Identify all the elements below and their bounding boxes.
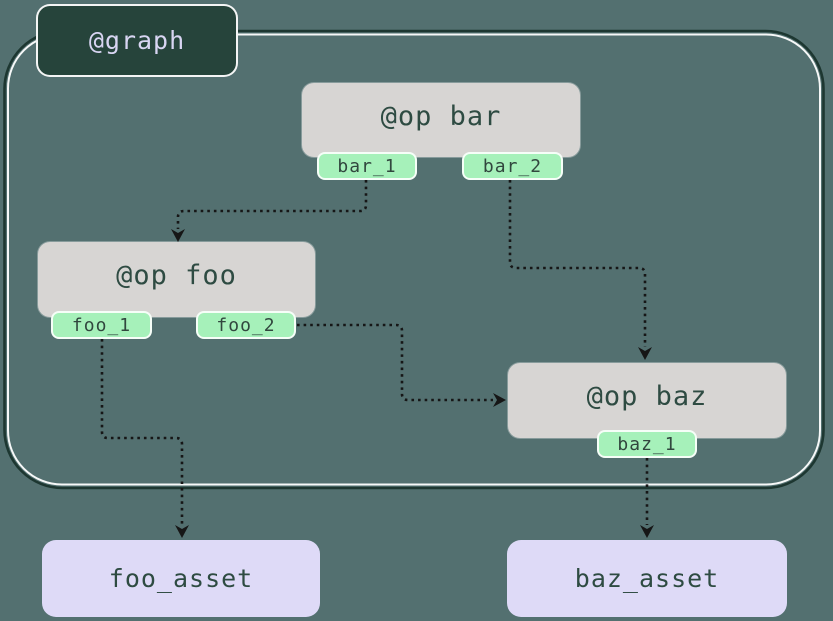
- graph-boundary-highlight: [7, 33, 821, 486]
- asset-node-baz-asset: baz_asset: [507, 540, 787, 617]
- output-handle-bar-1: bar_1: [317, 152, 417, 180]
- output-handle-foo-2: foo_2: [196, 311, 296, 339]
- op-node-foo: @op foo foo_1 foo_2: [38, 242, 315, 339]
- asset-label-foo-asset: foo_asset: [108, 564, 254, 593]
- op-node-baz: @op baz baz_1: [508, 363, 786, 458]
- op-label-bar: @op bar: [380, 100, 502, 132]
- output-handle-foo-1: foo_1: [51, 311, 152, 339]
- output-handle-bar-2: bar_2: [462, 152, 563, 180]
- op-label-baz: @op baz: [586, 381, 708, 412]
- graph-boundary-outline: [3, 29, 825, 490]
- op-label-foo: @op foo: [116, 260, 237, 291]
- graph-label-text: @graph: [88, 26, 186, 55]
- asset-node-foo-asset: foo_asset: [42, 540, 320, 617]
- graph-label: @graph: [36, 4, 238, 77]
- op-node-bar: @op bar bar_1 bar_2: [302, 83, 580, 180]
- output-handle-baz-1: baz_1: [597, 430, 697, 458]
- asset-label-baz-asset: baz_asset: [574, 564, 720, 593]
